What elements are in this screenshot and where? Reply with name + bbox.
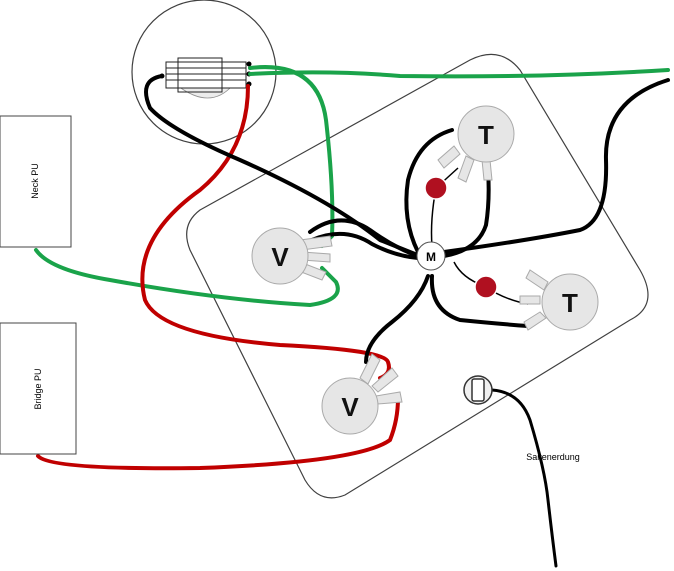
- bridge-pickup: Bridge PU: [0, 322, 77, 455]
- pot-knob: [251, 227, 309, 285]
- wire-green-output: [248, 68, 670, 79]
- wire-green-neck-pickup: [34, 248, 340, 308]
- neck-pickup-label: Neck PU: [30, 163, 40, 199]
- pot-knob: [321, 377, 379, 435]
- master-label: M: [426, 250, 436, 264]
- wire-black-master-tonetop: [404, 128, 454, 254]
- bridge-pickup-label: Bridge PU: [33, 368, 43, 409]
- wire-black-master-toneright: [429, 274, 530, 328]
- wire-black-master-bridgevol: [364, 274, 430, 364]
- wire-black-master-output: [442, 78, 670, 254]
- wire-red-switch-bridge: [140, 84, 391, 380]
- control-plate: [186, 53, 649, 499]
- pot-label: V: [341, 392, 359, 422]
- capacitor-right: [474, 275, 498, 299]
- wire-black-switch-master: [144, 74, 422, 258]
- pot-label: T: [562, 288, 578, 318]
- selector-switch: [131, 0, 277, 145]
- pot-volume-bridge[interactable]: V: [321, 353, 403, 435]
- switch-body: [165, 61, 247, 89]
- pot-volume-neck[interactable]: V: [251, 227, 333, 285]
- wire-green-neck-switch: [248, 65, 335, 248]
- ground-screw: [463, 375, 493, 405]
- ground-label: Saitenerdung: [526, 452, 580, 462]
- pot-tone-right[interactable]: T: [519, 269, 599, 331]
- capacitor-top: [424, 176, 448, 200]
- pot-label: V: [271, 242, 289, 272]
- switch-lug-1: [246, 61, 252, 67]
- wire-red-bridge-pickup: [36, 396, 400, 471]
- neck-pickup: Neck PU: [0, 115, 72, 248]
- wire-black-string-ground: [490, 388, 558, 568]
- pot-knob: [541, 273, 599, 331]
- pot-knob: [457, 105, 515, 163]
- master-hub: M: [416, 241, 446, 271]
- pot-tone-top[interactable]: T: [437, 105, 515, 183]
- pot-label: T: [478, 120, 494, 150]
- wire-black-neckvol-master: [308, 218, 420, 258]
